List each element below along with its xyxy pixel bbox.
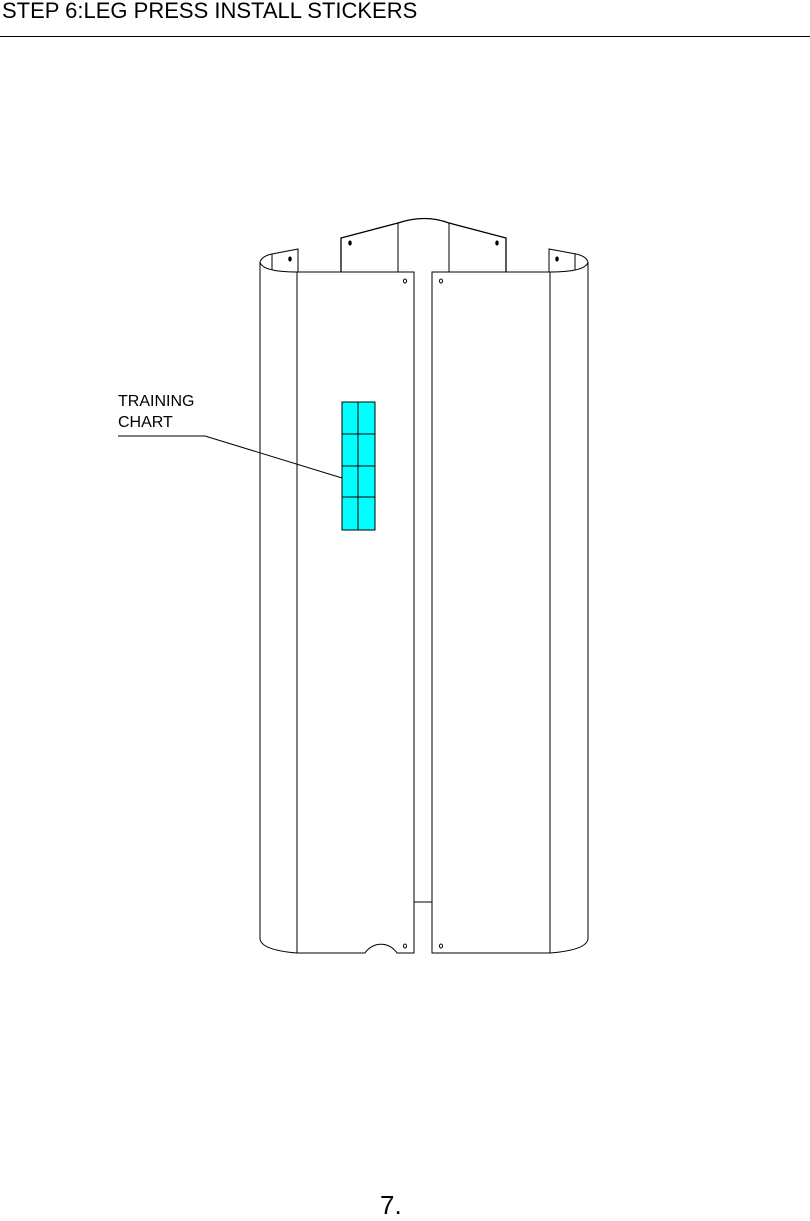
header-divider — [0, 36, 810, 37]
page-title: STEP 6:LEG PRESS INSTALL STICKERS — [2, 0, 418, 23]
callout-label-line1: TRAINING — [118, 393, 195, 410]
callout-leader-line — [118, 435, 343, 479]
training-chart-sticker — [341, 401, 376, 531]
page-number: 7. — [380, 1190, 402, 1220]
callout-label-line2: CHART — [118, 414, 173, 431]
